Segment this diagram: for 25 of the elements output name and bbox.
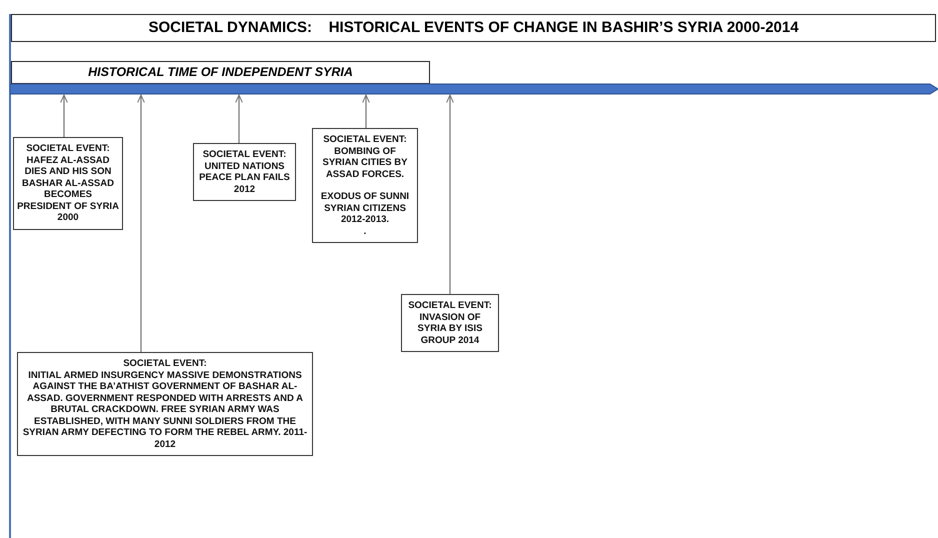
arrow xyxy=(362,94,370,128)
event-box xyxy=(312,128,418,243)
event-box xyxy=(17,352,313,456)
box-text: INITIAL ARMED INSURGENCY MASSIVE DEMONSTRATIONS AGAINST THE BA’ATHIST GOVERNMENT OF BASHAR AL-ASSAD. GOVERNMENT RESPONDED WITH ARRESTS AND A BRUTAL CRACKDOWN. FREE SYRIAN ARMY WAS ESTABLISHED, WITH MANY SUNNI SOLDIERS FROM THE SYRIAN ARMY DEFECTING TO FORM THE REBEL ARMY. 2011- 2012 xyxy=(22,370,308,450)
box-text: EXODUS OF SUNNI SYRIAN CITIZENS 2012-2013. xyxy=(320,191,410,226)
box-heading: SOCIETAL EVENT: xyxy=(25,143,111,154)
box-heading: SOCIETAL EVENT: xyxy=(202,149,288,160)
band-label: HISTORICAL TIME OF INDEPENDENT SYRIA xyxy=(87,64,354,81)
box-text: UNITED NATIONS PEACE PLAN FAILS 2012 xyxy=(198,160,291,195)
event-box xyxy=(193,143,296,201)
title: SOCIETAL DYNAMICS: HISTORICAL EVENTS OF CHANGE IN BASHIR’S SYRIA 2000-2014 xyxy=(11,14,936,42)
box-heading: SOCIETAL EVENT: xyxy=(322,134,408,146)
box-text: INVASION OF SYRIA BY ISIS GROUP 2014 xyxy=(416,312,484,346)
arrow xyxy=(137,94,145,352)
box-text: HAFEZ AL-ASSAD DIES AND HIS SON BASHAR AL-ASSAD BECOMES PRESIDENT OF SYRIA 2000 xyxy=(17,154,119,224)
arrow xyxy=(235,94,243,143)
event-box xyxy=(401,294,499,352)
event-box xyxy=(13,137,123,230)
box-text: . xyxy=(362,226,368,237)
timeline-arrow xyxy=(10,83,938,95)
arrow xyxy=(60,94,68,137)
box-heading: SOCIETAL EVENT: xyxy=(407,300,493,312)
box-text: BOMBING OF SYRIAN CITIES BY ASSAD FORCES. xyxy=(322,146,408,180)
arrow xyxy=(446,94,454,294)
box-heading: SOCIETAL EVENT: xyxy=(122,358,208,370)
